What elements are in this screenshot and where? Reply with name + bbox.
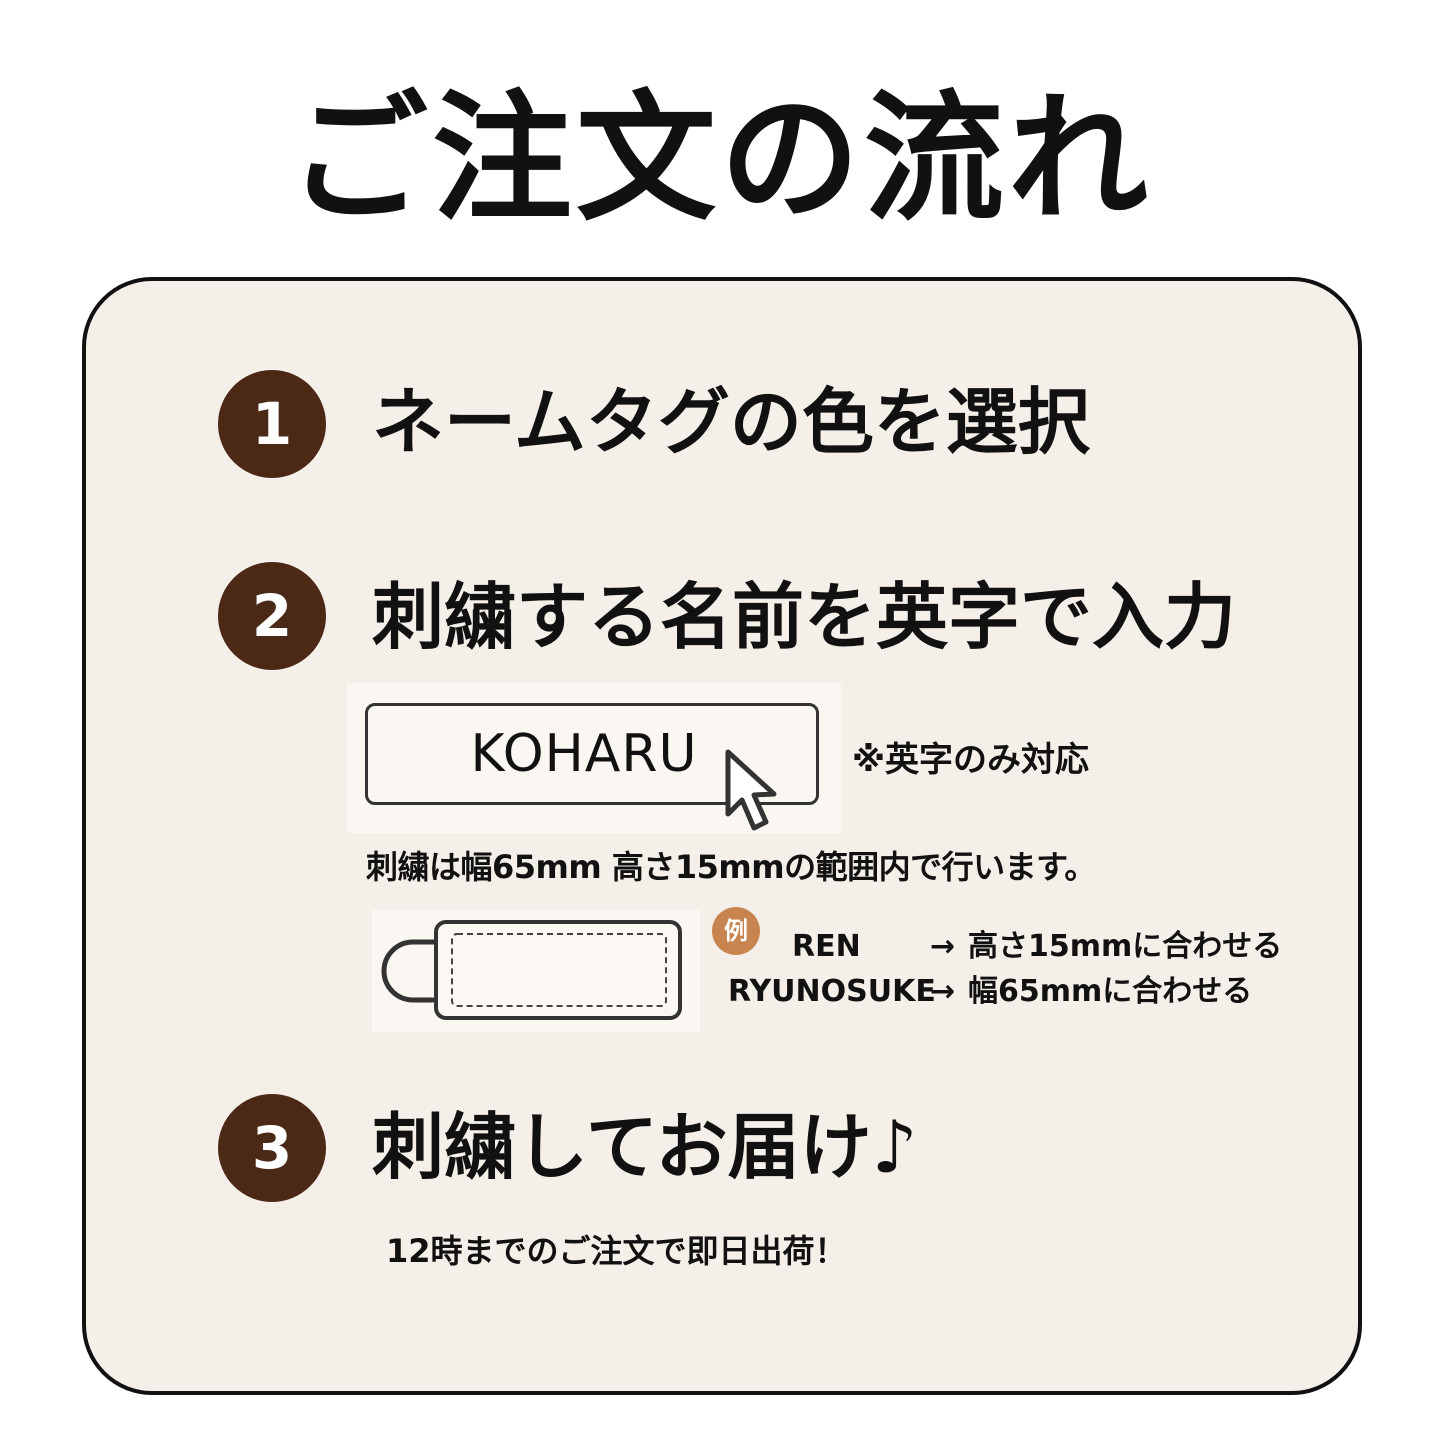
- mouse-pointer-icon: [725, 749, 777, 831]
- example-row-1-arrow: →: [930, 929, 956, 964]
- step-3-number: 3: [218, 1094, 326, 1202]
- embroidery-size-spec: 刺繍は幅65mm 高さ15mmの範囲内で行います。: [366, 848, 1096, 886]
- step-2-number: 2: [218, 562, 326, 670]
- example-badge: 例: [712, 907, 760, 955]
- example-row-1-result: 高さ15mmに合わせる: [968, 929, 1283, 964]
- page-title: ご注文の流れ: [287, 78, 1152, 241]
- name-tag-icon: [381, 920, 682, 1020]
- step-1-number: 1: [218, 370, 326, 478]
- step-3-title: 刺繍してお届け♪: [372, 1105, 918, 1189]
- step-1-title: ネームタグの色を選択: [372, 380, 1090, 464]
- step-2-title: 刺繍する名前を英字で入力: [372, 575, 1237, 659]
- example-row-1-name: REN: [792, 929, 861, 964]
- same-day-shipping-note: 12時までのご注文で即日出荷！: [386, 1232, 847, 1270]
- english-only-note: ※英字のみ対応: [852, 740, 1090, 780]
- example-row-2-result: 幅65mmに合わせる: [968, 974, 1253, 1009]
- example-row-2-arrow: →: [930, 974, 956, 1009]
- example-row-2-name: RYUNOSUKE: [728, 974, 936, 1009]
- name-input-value: KOHARU: [470, 724, 698, 784]
